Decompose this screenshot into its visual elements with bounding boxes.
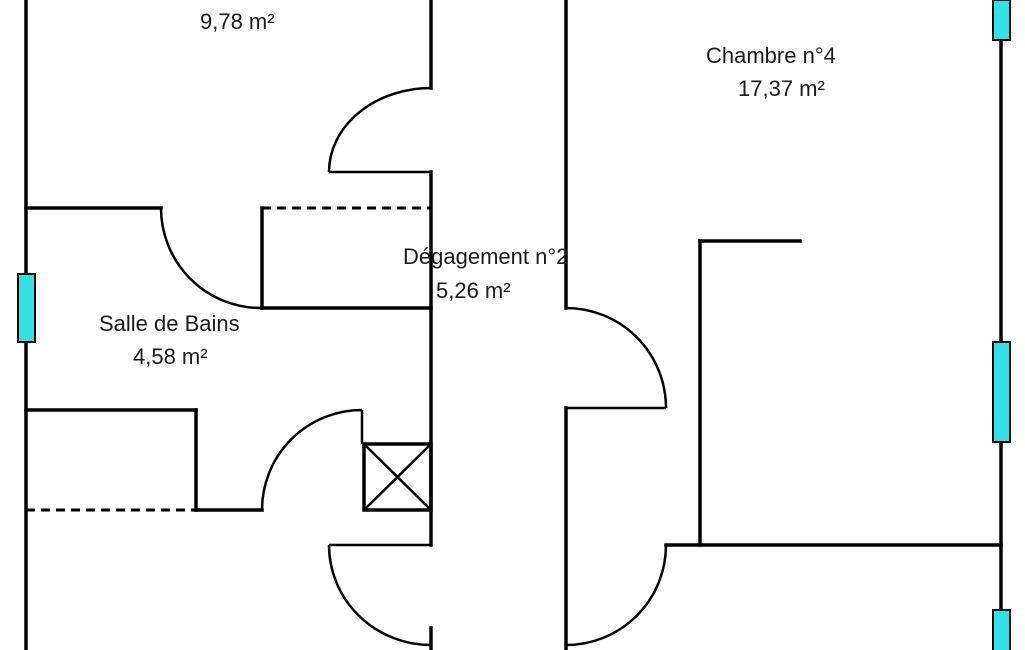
top-left-room-area: 9,78 m² [200,9,275,34]
door-bottom-left-room [327,543,432,647]
door-bottom-right-room [565,544,668,647]
lower-left-door-arc [260,408,363,511]
salle-de-bains-name: Salle de Bains [99,311,240,336]
degagement-2-name: Dégagement n°2 [403,244,568,269]
chambre-4-walls [664,239,1003,547]
door-chambre-4 [565,306,668,410]
degagement-2-area: 5,26 m² [436,278,511,303]
windows [17,0,1011,650]
door-top-left-room [327,86,432,174]
bathroom-door-arc [159,207,262,310]
salle-de-bains-area: 4,58 m² [133,344,208,369]
chambre-4-name: Chambre n°4 [706,43,836,68]
crossed-box-icon [362,442,433,512]
window-right-bottom [992,609,1011,650]
window-right-top [992,0,1011,41]
room-labels: 9,78 m² Chambre n°4 17,37 m² Dégagement … [99,9,836,369]
bathroom-walls [24,206,433,512]
window-right-middle [992,341,1011,443]
chambre-4-area: 17,37 m² [738,76,825,101]
corridor-walls [429,0,568,650]
window-left-bathroom [17,273,36,343]
